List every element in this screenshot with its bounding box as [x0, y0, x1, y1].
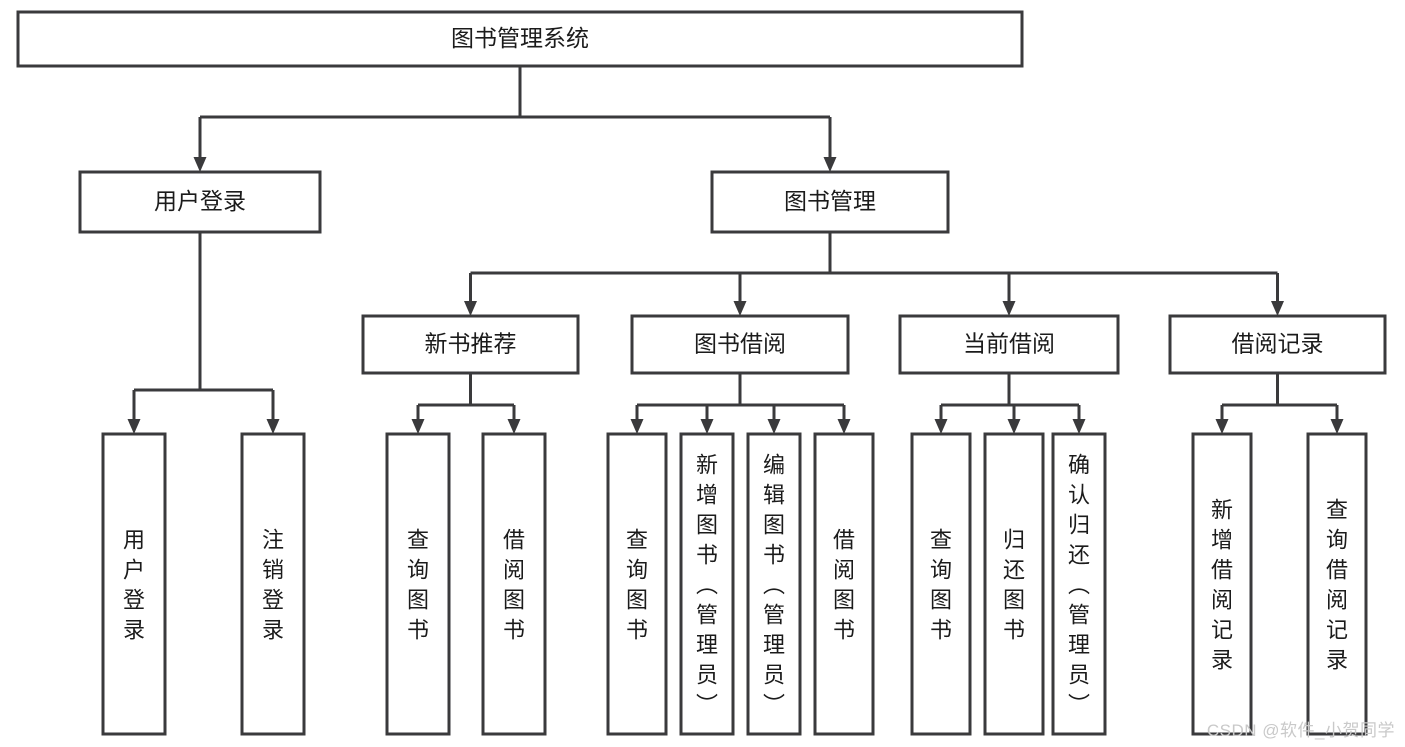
node-label: 查询图书 — [930, 527, 952, 642]
node-l1-book-manage[interactable]: 图书管理 — [710, 170, 950, 234]
arrow-head-icon — [1007, 419, 1021, 434]
node-box — [679, 432, 735, 736]
node-root[interactable]: 图书管理系统 — [16, 10, 1024, 68]
node-box — [630, 314, 850, 375]
arrow-head-icon — [630, 419, 644, 434]
node-leaf-add-record[interactable]: 新增借阅记录 — [1191, 432, 1253, 736]
node-leaf-confirm-return[interactable]: 确认归还︵管理员︶ — [1051, 432, 1107, 736]
node-label: 查询图书 — [626, 527, 648, 642]
arrow-head-icon — [1215, 419, 1229, 434]
node-leaf-user-login[interactable]: 用户登录 — [101, 432, 167, 736]
node-leaf-logout[interactable]: 注销登录 — [240, 432, 306, 736]
node-l2-record[interactable]: 借阅记录 — [1168, 314, 1387, 375]
node-box — [1051, 432, 1107, 736]
node-box — [101, 432, 167, 736]
node-label: 用户登录 — [154, 188, 246, 214]
node-label: 归还图书 — [1003, 527, 1025, 642]
node-label: 借阅图书 — [503, 527, 525, 642]
node-label: 图书管理 — [784, 188, 876, 214]
arrow-head-icon — [1072, 419, 1086, 434]
node-leaf-edit-book[interactable]: 编辑图书︵管理员︶ — [746, 432, 802, 736]
node-label: 当前借阅 — [963, 331, 1055, 357]
node-label: 图书借阅 — [694, 331, 786, 357]
node-box — [385, 432, 451, 736]
node-label: 查询图书 — [407, 527, 429, 642]
node-label: 新增图书︵管理员︶ — [696, 452, 718, 717]
node-layer: 图书管理系统用户登录图书管理新书推荐图书借阅当前借阅借阅记录用户登录注销登录查询… — [16, 10, 1387, 736]
node-box — [710, 170, 950, 234]
node-box — [910, 432, 972, 736]
edge-layer — [127, 66, 1344, 434]
node-l2-borrow[interactable]: 图书借阅 — [630, 314, 850, 375]
node-leaf-return-book[interactable]: 归还图书 — [983, 432, 1045, 736]
arrow-head-icon — [127, 419, 141, 434]
arrow-head-icon — [411, 419, 425, 434]
arrow-head-icon — [1271, 301, 1284, 316]
arrow-head-icon — [193, 157, 207, 172]
node-box — [1191, 432, 1253, 736]
node-label: 编辑图书︵管理员︶ — [763, 452, 785, 717]
arrow-head-icon — [1002, 301, 1016, 316]
arrow-head-icon — [934, 419, 948, 434]
node-label: 确认归还︵管理员︶ — [1068, 452, 1090, 717]
node-label: 查询借阅记录 — [1326, 497, 1348, 672]
node-leaf-borrow-book-new[interactable]: 借阅图书 — [481, 432, 547, 736]
node-label: 图书管理系统 — [451, 25, 589, 51]
arrow-head-icon — [700, 419, 714, 434]
watermark-text: CSDN @软件_小贺同学 — [1206, 721, 1395, 740]
node-box — [1168, 314, 1387, 375]
node-leaf-query-book-c[interactable]: 查询图书 — [910, 432, 972, 736]
node-leaf-borrow-book-b[interactable]: 借阅图书 — [813, 432, 875, 736]
node-label: 新书推荐 — [425, 331, 517, 357]
arrow-head-icon — [837, 419, 851, 434]
node-label: 借阅图书 — [833, 527, 855, 642]
node-box — [606, 432, 668, 736]
arrow-head-icon — [767, 419, 781, 434]
node-box — [361, 314, 580, 375]
arrow-head-icon — [823, 157, 837, 172]
node-leaf-query-book-b[interactable]: 查询图书 — [606, 432, 668, 736]
node-label: 注销登录 — [262, 527, 284, 642]
node-box — [1306, 432, 1368, 736]
node-box — [481, 432, 547, 736]
node-label: 借阅记录 — [1232, 331, 1324, 357]
arrow-head-icon — [266, 419, 280, 434]
node-box — [240, 432, 306, 736]
node-leaf-query-book-new[interactable]: 查询图书 — [385, 432, 451, 736]
node-leaf-add-book[interactable]: 新增图书︵管理员︶ — [679, 432, 735, 736]
node-label: 新增借阅记录 — [1211, 497, 1233, 672]
arrow-head-icon — [507, 419, 521, 434]
node-box — [16, 10, 1024, 68]
node-box — [78, 170, 322, 234]
node-leaf-query-record[interactable]: 查询借阅记录 — [1306, 432, 1368, 736]
node-l2-new-book[interactable]: 新书推荐 — [361, 314, 580, 375]
node-box — [746, 432, 802, 736]
arrow-head-icon — [733, 301, 747, 316]
node-box — [898, 314, 1120, 375]
node-label: 用户登录 — [123, 527, 145, 642]
node-l1-user-login[interactable]: 用户登录 — [78, 170, 322, 234]
node-box — [983, 432, 1045, 736]
arrow-head-icon — [464, 301, 477, 316]
node-box — [813, 432, 875, 736]
node-l2-current[interactable]: 当前借阅 — [898, 314, 1120, 375]
arrow-head-icon — [1330, 419, 1344, 434]
